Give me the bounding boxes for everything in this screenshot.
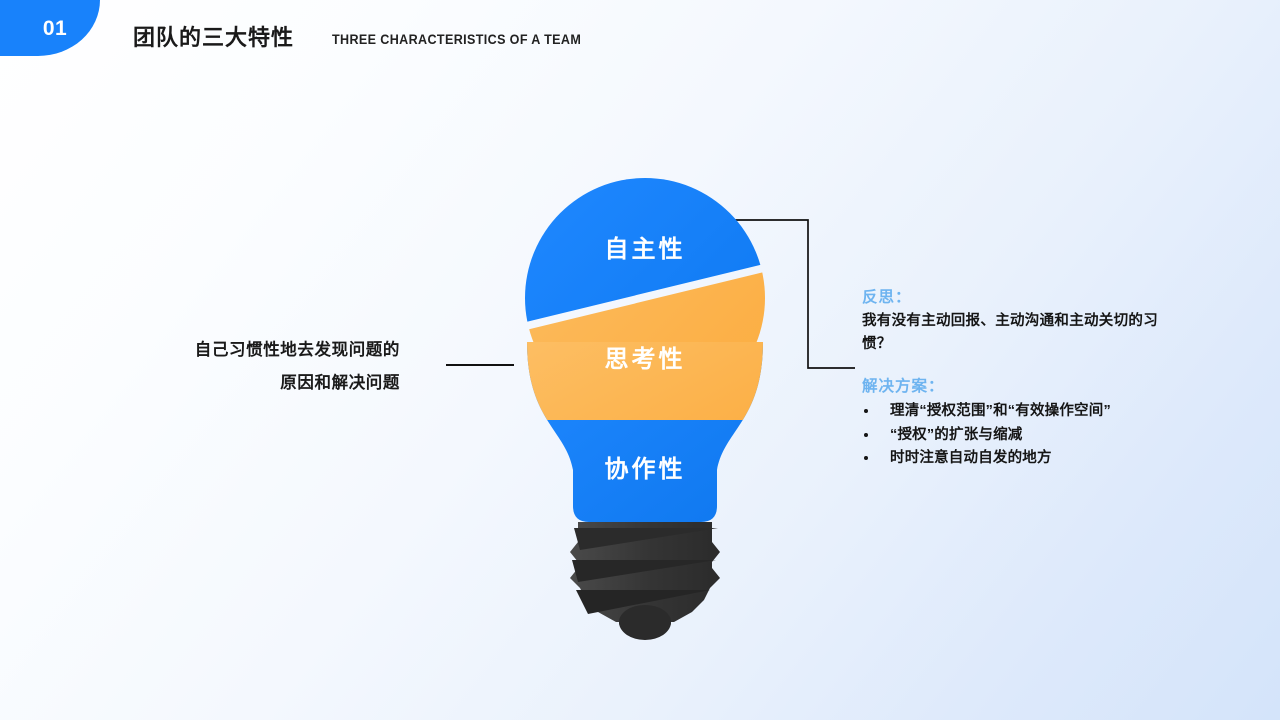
- left-caption-line-1: 自己习惯性地去发现问题的: [194, 341, 400, 359]
- reflection-paragraph: 我有没有主动回报、主动沟通和主动关切的习惯？: [862, 313, 1158, 352]
- lightbulb-svg: [525, 178, 765, 640]
- connector-bracket-right: [732, 219, 855, 369]
- lightbulb-diagram: 自主性 思考性 协作性: [470, 170, 820, 640]
- page-subtitle: THREE CHARACTERISTICS OF A TEAM: [332, 32, 582, 47]
- page-title: 团队的三大特性: [133, 25, 295, 50]
- list-item: 时时注意自动自发的地方: [862, 447, 1262, 470]
- left-caption-line-2: 原因和解决问题: [280, 374, 400, 392]
- reflection-heading: 反思：: [862, 289, 912, 306]
- solution-heading: 解决方案：: [862, 378, 945, 396]
- connector-line-left: [446, 364, 514, 366]
- left-caption: 自己习惯性地去发现问题的 原因和解决问题: [100, 334, 400, 400]
- list-item: “授权”的扩张与缩减: [862, 424, 1262, 447]
- list-item: 理清“授权范围”和“有效操作空间”: [862, 400, 1262, 423]
- bulb-base-shell: [570, 522, 720, 639]
- header-number: 01: [42, 17, 68, 40]
- right-text-block: 反思： 我有没有主动回报、主动沟通和主动关切的习惯？ 解决方案： 理清“授权范围…: [862, 286, 1262, 471]
- solution-list: 理清“授权范围”和“有效操作空间” “授权”的扩张与缩减 时时注意自动自发的地方: [862, 400, 1262, 470]
